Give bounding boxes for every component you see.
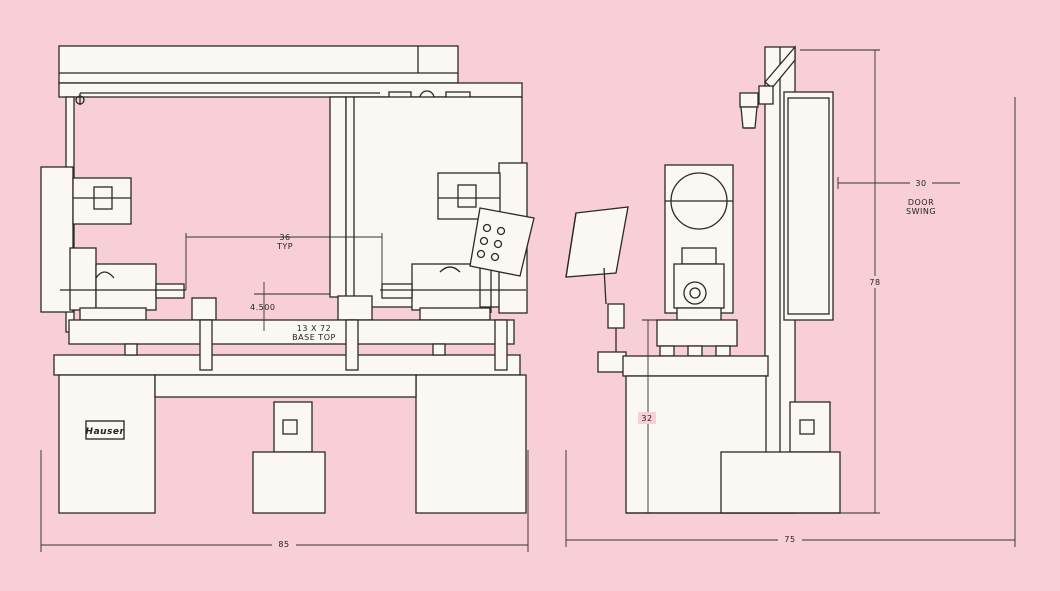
control-pendant [469,207,535,277]
hauser-logo: Hauser [85,420,125,440]
dim-36-typ-value: 36 [279,233,290,242]
front-view: Hauser 36 TYP 4.500 13 X 72 BASE TOP 85 [40,45,535,552]
base-top-size: 13 X 72 [297,324,331,333]
left-motor-assembly [40,166,186,313]
side-base-cabinet [622,355,841,514]
dim-overall-width: 85 [278,540,289,549]
dim-door-swing-value: 30 [915,179,926,188]
dim-overall-depth: 75 [784,535,795,544]
overhead-canopy [58,45,523,125]
cabinet-base: Hauser [58,374,527,514]
svg-text:Hauser: Hauser [86,427,125,437]
side-motor-housing [656,164,738,357]
door-swing-label-2: SWING [906,207,936,216]
side-dimensions: 30 DOOR SWING 78 32 75 [565,49,1016,547]
dim-36-typ-note: TYP [276,242,293,251]
dim-overall-height: 78 [869,278,880,287]
side-pendant [565,206,629,373]
base-top-rail [53,319,521,376]
side-column [758,45,834,514]
side-air-filter [739,92,759,129]
dim-height-value: 4.500 [250,303,275,312]
side-view: 30 DOOR SWING 78 32 75 [565,45,1016,547]
front-dimensions: 36 TYP 4.500 13 X 72 BASE TOP 85 [40,233,529,552]
door-swing-label-1: DOOR [908,198,934,207]
work-fixtures [79,295,491,321]
dim-table-height: 32 [641,414,652,423]
base-top-label: BASE TOP [292,333,336,342]
